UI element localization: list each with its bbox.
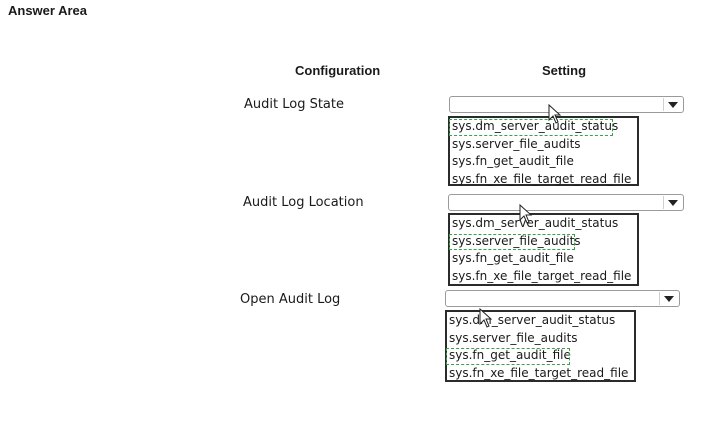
mouse-cursor-icon: [519, 204, 533, 224]
configuration-header: Configuration: [295, 63, 381, 78]
option-server-file-audits[interactable]: sys.server_file_audits: [449, 233, 637, 251]
audit-log-location-label: Audit Log Location: [243, 195, 364, 210]
option-dm-server-audit-status[interactable]: sys.dm_server_audit_status: [449, 118, 637, 136]
option-server-file-audits[interactable]: sys.server_file_audits: [452, 136, 581, 151]
chevron-down-icon[interactable]: [663, 196, 682, 209]
mouse-cursor-icon: [479, 308, 493, 328]
option-fn-xe-file-target-read-file[interactable]: sys.fn_xe_file_target_read_file: [449, 365, 629, 380]
option-dm-server-audit-status[interactable]: sys.dm_server_audit_status: [452, 216, 619, 230]
audit-log-location-options: sys.dm_server_audit_status sys.server_fi…: [448, 213, 639, 286]
chevron-down-icon[interactable]: [663, 98, 682, 111]
option-fn-get-audit-file[interactable]: sys.fn_get_audit_file: [446, 347, 634, 365]
audit-log-state-label: Audit Log State: [244, 97, 344, 112]
setting-header: Setting: [542, 63, 587, 78]
option-server-file-audits[interactable]: sys.server_file_audits: [449, 330, 578, 345]
option-dm-server-audit-status[interactable]: sys.dm_server_audit_status: [449, 313, 616, 327]
open-audit-log-label: Open Audit Log: [240, 292, 341, 307]
option-fn-get-audit-file[interactable]: sys.fn_get_audit_file: [452, 154, 574, 168]
open-audit-log-dropdown[interactable]: [445, 290, 680, 307]
audit-log-state-dropdown[interactable]: [449, 96, 684, 113]
audit-log-location-dropdown[interactable]: [448, 194, 684, 211]
open-audit-log-options: sys.dm_server_audit_status sys.server_fi…: [445, 310, 636, 382]
mouse-cursor-icon: [548, 104, 562, 124]
chevron-down-icon[interactable]: [659, 292, 678, 305]
option-fn-get-audit-file[interactable]: sys.fn_get_audit_file: [452, 251, 574, 265]
option-fn-xe-file-target-read-file[interactable]: sys.fn_xe_file_target_read_file: [452, 268, 632, 283]
audit-log-state-options: sys.dm_server_audit_status sys.server_fi…: [448, 116, 639, 186]
answer-area-title: Answer Area: [8, 3, 87, 18]
option-fn-xe-file-target-read-file[interactable]: sys.fn_xe_file_target_read_file: [452, 171, 632, 186]
